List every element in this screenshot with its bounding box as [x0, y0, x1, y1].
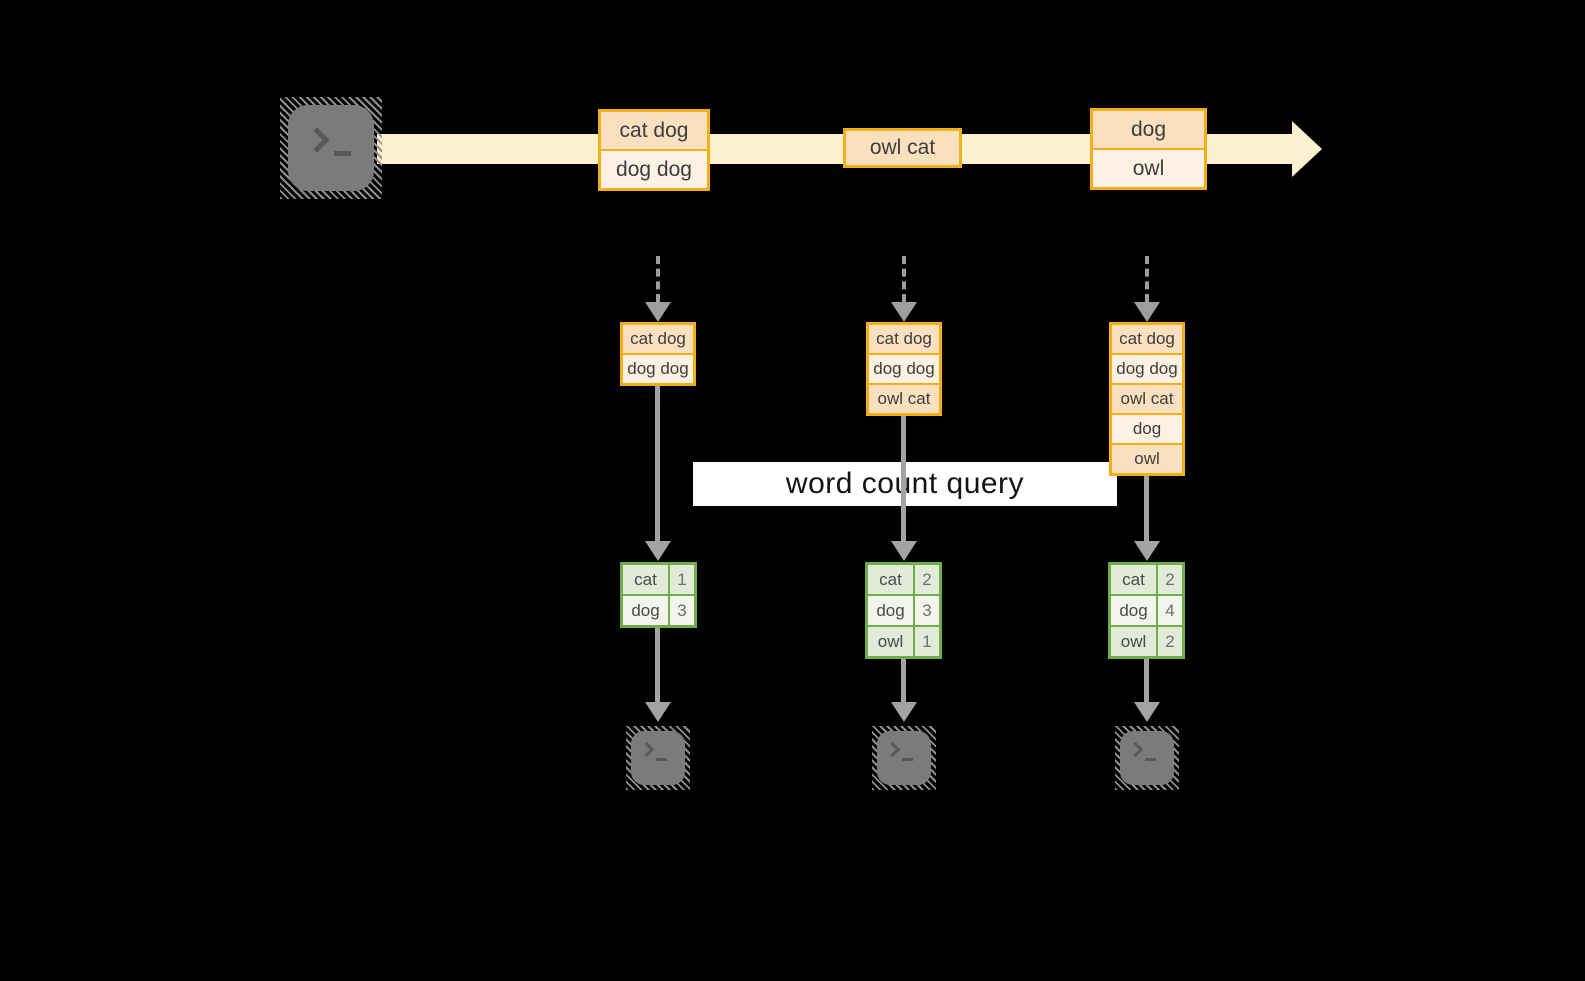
count-cell: 2 — [1158, 627, 1182, 656]
stream-event-box: dog owl — [1090, 108, 1207, 190]
state-line: owl cat — [869, 385, 939, 413]
count-cell: 1 — [670, 565, 694, 594]
source-terminal-icon — [280, 97, 382, 199]
output-arrow-line — [1144, 659, 1149, 702]
state-line: owl — [1112, 445, 1182, 473]
terminal-cursor-icon — [334, 151, 351, 156]
state-buffer: cat dog dog dog owl cat dog owl — [1109, 322, 1185, 476]
event-line: dog — [1093, 111, 1204, 148]
terminal-cursor-icon — [1145, 758, 1156, 761]
output-arrowhead-icon — [891, 702, 917, 722]
output-terminal-icon — [1115, 726, 1179, 790]
word-cell: dog — [868, 596, 913, 625]
state-line: cat dog — [869, 325, 939, 353]
event-line: owl cat — [846, 131, 959, 165]
query-arrowhead-icon — [1134, 541, 1160, 561]
terminal-prompt-icon — [304, 127, 330, 153]
query-arrow-line — [655, 386, 660, 541]
stream-event-box: owl cat — [843, 128, 962, 168]
word-count-table: cat 2 dog 4 owl 2 — [1108, 562, 1185, 659]
terminal-prompt-icon — [1127, 741, 1144, 758]
terminal-window-icon — [631, 731, 685, 785]
output-arrowhead-icon — [645, 702, 671, 722]
state-line: dog dog — [623, 355, 693, 383]
state-line: dog — [1112, 415, 1182, 443]
word-cell: cat — [868, 565, 913, 594]
word-cell: dog — [1111, 596, 1156, 625]
state-buffer: cat dog dog dog owl cat — [866, 322, 942, 416]
terminal-window-icon — [877, 731, 931, 785]
terminal-window-icon — [1120, 731, 1174, 785]
terminal-window-icon — [288, 105, 374, 191]
word-cell: dog — [623, 596, 668, 625]
terminal-cursor-icon — [902, 758, 913, 761]
output-arrowhead-icon — [1134, 702, 1160, 722]
stream-timeline-arrowhead-icon — [1292, 121, 1322, 177]
word-count-table: cat 2 dog 3 owl 1 — [865, 562, 942, 659]
word-cell: cat — [623, 565, 668, 594]
event-line: cat dog — [601, 112, 707, 149]
state-buffer: cat dog dog dog — [620, 322, 696, 386]
output-arrow-line — [655, 628, 660, 702]
word-cell: owl — [1111, 627, 1156, 656]
buffer-arrow-line — [1145, 256, 1149, 302]
word-count-table: cat 1 dog 3 — [620, 562, 697, 628]
terminal-prompt-icon — [638, 741, 655, 758]
count-cell: 3 — [670, 596, 694, 625]
word-cell: owl — [868, 627, 913, 656]
query-arrowhead-icon — [891, 541, 917, 561]
count-cell: 2 — [915, 565, 939, 594]
count-cell: 4 — [1158, 596, 1182, 625]
buffer-arrowhead-icon — [1134, 302, 1160, 322]
output-arrow-line — [901, 659, 906, 702]
count-cell: 1 — [915, 627, 939, 656]
state-line: cat dog — [1112, 325, 1182, 353]
terminal-prompt-icon — [884, 741, 901, 758]
event-line: dog dog — [601, 151, 707, 188]
terminal-cursor-icon — [656, 758, 667, 761]
state-line: owl cat — [1112, 385, 1182, 413]
buffer-arrowhead-icon — [891, 302, 917, 322]
count-cell: 3 — [915, 596, 939, 625]
query-arrowhead-icon — [645, 541, 671, 561]
stream-event-box: cat dog dog dog — [598, 109, 710, 191]
buffer-arrowhead-icon — [645, 302, 671, 322]
state-line: dog dog — [869, 355, 939, 383]
output-terminal-icon — [872, 726, 936, 790]
word-cell: cat — [1111, 565, 1156, 594]
buffer-arrow-line — [656, 256, 660, 302]
query-arrow-line — [1144, 476, 1149, 541]
buffer-arrow-line — [902, 256, 906, 302]
state-line: cat dog — [623, 325, 693, 353]
count-cell: 2 — [1158, 565, 1182, 594]
event-line: owl — [1093, 150, 1204, 187]
query-arrow-line — [901, 416, 906, 541]
state-line: dog dog — [1112, 355, 1182, 383]
output-terminal-icon — [626, 726, 690, 790]
